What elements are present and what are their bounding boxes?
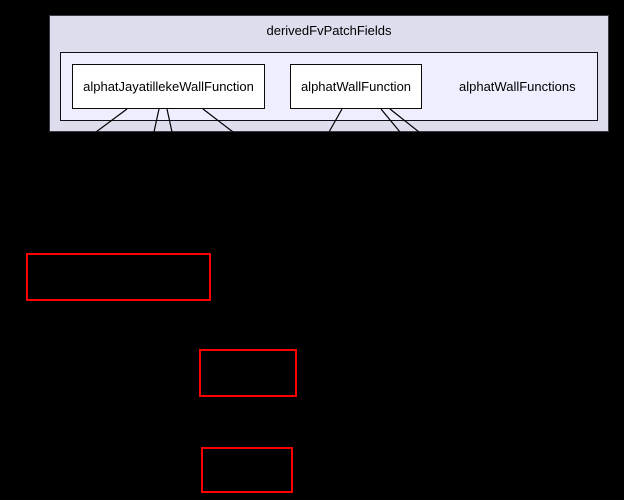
outer-cluster-title: derivedFvPatchFields	[266, 23, 392, 38]
node-alphatWallFunction[interactable]: alphatWallFunction	[290, 64, 422, 109]
cluster-derivedFvPatchFields: derivedFvPatchFields alphatJayatillekeWa…	[49, 15, 609, 132]
truncated-node-3[interactable]	[201, 447, 293, 493]
node-alphatJayatillekeWallFunction[interactable]: alphatJayatillekeWallFunction	[72, 64, 265, 109]
inner-cluster-label: alphatWallFunctions	[459, 79, 576, 94]
cluster-alphatWallFunctions: alphatJayatillekeWallFunction alphatWall…	[60, 52, 598, 121]
truncated-node-1[interactable]	[26, 253, 211, 301]
truncated-node-2[interactable]	[199, 349, 297, 397]
